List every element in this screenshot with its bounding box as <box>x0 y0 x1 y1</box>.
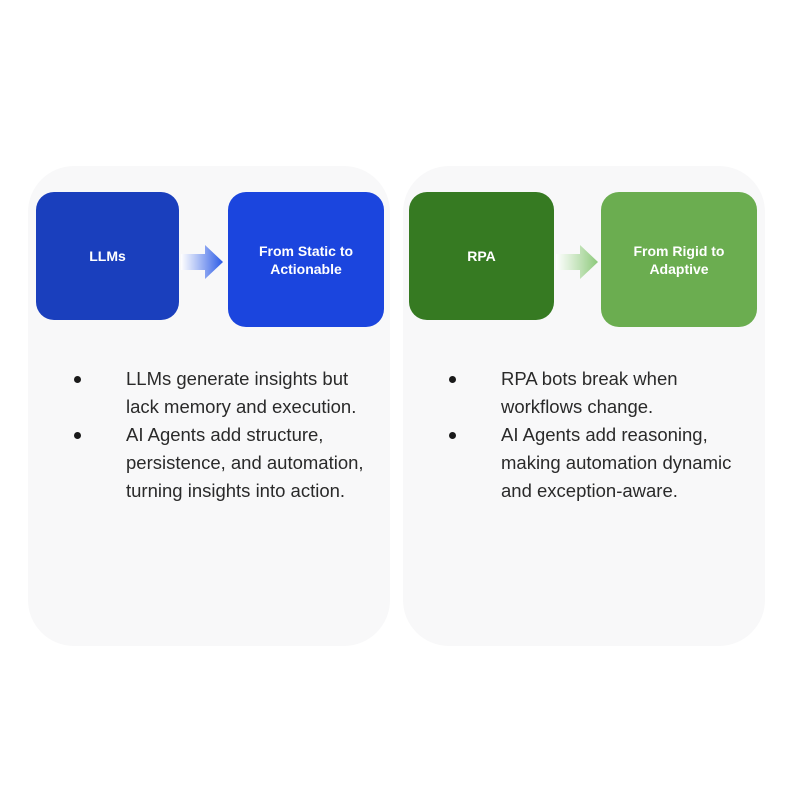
bullet-dot-icon <box>74 376 81 383</box>
rpa-box: RPA <box>409 192 554 320</box>
list-item: RPA bots break when workflows change. <box>443 365 743 421</box>
bullet-dot-icon <box>449 432 456 439</box>
from-rigid-to-adaptive-box: From Rigid to Adaptive <box>601 192 757 327</box>
arrow-right-icon <box>181 245 223 279</box>
bullet-dot-icon <box>449 376 456 383</box>
list-item: AI Agents add structure, persistence, an… <box>68 421 368 505</box>
arrow-right-icon <box>556 245 598 279</box>
rpa-bullet-list: RPA bots break when workflows change. AI… <box>443 365 743 505</box>
llm-panel: LLMs From Static to Actionable LLMs gene… <box>28 166 390 646</box>
llm-bullet-list: LLMs generate insights but lack memory a… <box>68 365 368 505</box>
bullet-dot-icon <box>74 432 81 439</box>
from-static-to-actionable-label: From Static to Actionable <box>258 242 354 277</box>
llms-label: LLMs <box>89 248 126 264</box>
list-item: LLMs generate insights but lack memory a… <box>68 365 368 421</box>
rpa-label: RPA <box>467 248 496 264</box>
from-static-to-actionable-box: From Static to Actionable <box>228 192 384 327</box>
from-rigid-to-adaptive-label: From Rigid to Adaptive <box>633 242 725 277</box>
rpa-panel: RPA From Rigid to Adaptive RPA bots brea… <box>403 166 765 646</box>
llms-box: LLMs <box>36 192 179 320</box>
list-item: AI Agents add reasoning, making automati… <box>443 421 743 505</box>
